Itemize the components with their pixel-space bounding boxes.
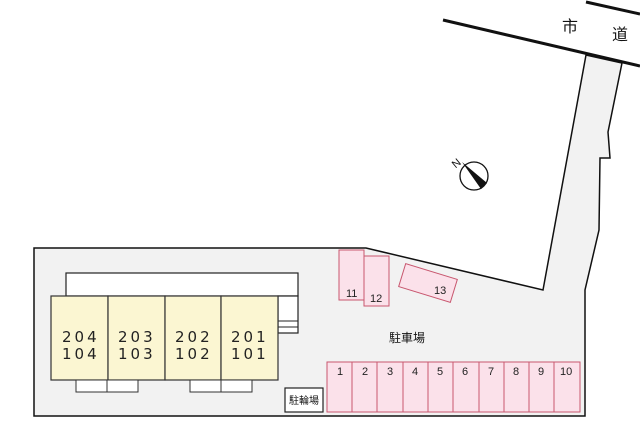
unit-label-lower: 103 <box>118 345 156 363</box>
parking-slot-label: 6 <box>462 366 468 378</box>
parking-slot-label: 10 <box>560 366 572 378</box>
unit-label-upper: 204 <box>62 328 100 346</box>
bicycle-parking-label: 駐輪場 <box>289 394 319 407</box>
road-label-1: 市 <box>562 17 578 36</box>
parking-slot-10[interactable] <box>553 361 581 413</box>
north-arrow-icon: N <box>450 157 489 191</box>
unit-label-upper: 202 <box>175 328 213 346</box>
parking-slot-6[interactable] <box>452 361 480 413</box>
parking-label: 駐車場 <box>389 330 425 345</box>
balcony <box>106 379 139 393</box>
unit-label-lower: 102 <box>175 345 213 363</box>
parking-slot-label: 12 <box>370 293 382 305</box>
balcony <box>75 379 108 393</box>
balcony <box>189 379 222 393</box>
parking-slot-8[interactable] <box>503 361 530 413</box>
building-units: 204 104 203 103 202 102 201 101 <box>50 295 279 381</box>
parking-slot-4[interactable] <box>402 361 429 413</box>
parking-slot-3[interactable] <box>376 361 404 413</box>
road-edge-line-south <box>442 18 640 68</box>
parking-slot-label: 13 <box>434 285 446 297</box>
unit-label-upper: 201 <box>231 328 269 346</box>
road-edge-line-north <box>585 0 640 16</box>
parking-slot-13-group <box>398 263 458 303</box>
balcony <box>220 379 253 393</box>
parking-slot-label: 5 <box>437 366 443 378</box>
unit-block-202-102[interactable] <box>164 295 222 381</box>
building-corridor <box>65 272 299 297</box>
parking-slot-2[interactable] <box>351 361 378 413</box>
parking-slot-11[interactable] <box>338 249 365 301</box>
unit-label-lower: 101 <box>231 345 269 363</box>
parking-slot-13[interactable] <box>398 263 458 303</box>
unit-label-lower: 104 <box>62 345 100 363</box>
parking-slot-label: 7 <box>488 366 494 378</box>
parking-slot-label: 3 <box>387 366 393 378</box>
unit-block-203-103[interactable] <box>107 295 166 381</box>
parking-slot-label: 11 <box>346 288 357 300</box>
parking-slot-12[interactable] <box>363 255 390 307</box>
parking-slot-label: 1 <box>337 366 343 378</box>
parking-slot-label: 9 <box>538 366 544 378</box>
parking-slot-label: 4 <box>412 366 418 378</box>
bicycle-parking[interactable] <box>284 387 324 413</box>
parking-slot-label: 2 <box>362 366 368 378</box>
parking-slot-label: 8 <box>513 366 519 378</box>
parking-row: 1 2 3 4 5 6 7 8 9 10 <box>326 361 581 413</box>
parking-slot-9[interactable] <box>528 361 555 413</box>
unit-block-201-101[interactable] <box>220 295 279 381</box>
road-label-2: 道 <box>612 25 628 44</box>
unit-label-upper: 203 <box>118 328 156 346</box>
